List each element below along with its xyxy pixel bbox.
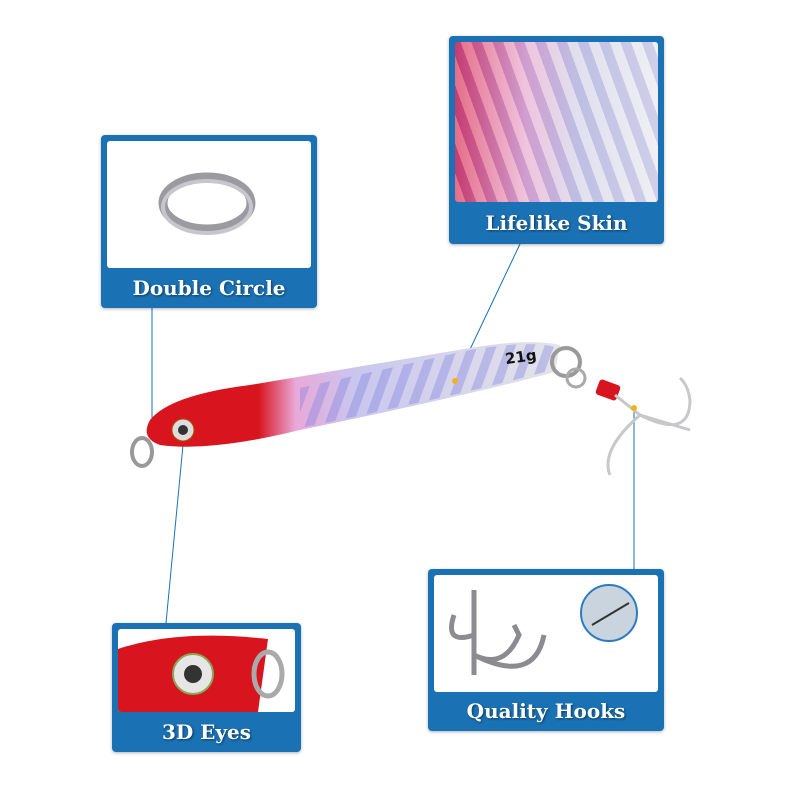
callout-quality-hooks: Quality Hooks <box>428 569 664 731</box>
skin-closeup-photo <box>455 42 658 202</box>
callout-double-circle: Double Circle <box>101 135 317 308</box>
callout-label: Lifelike Skin <box>485 211 628 235</box>
split-ring-photo <box>107 141 311 268</box>
callout-label: Double Circle <box>132 276 286 300</box>
callout-3d-eyes: 3D Eyes <box>112 623 301 752</box>
hook-closeup-photo <box>434 575 658 692</box>
callout-label: 3D Eyes <box>161 720 252 744</box>
callout-lifelike-skin: Lifelike Skin <box>449 36 664 244</box>
eye-closeup-photo <box>118 629 295 712</box>
pointer-eyes <box>165 444 184 624</box>
hook-sleeve <box>595 379 621 401</box>
treble-hook <box>606 376 692 476</box>
front-split-ring <box>130 436 154 468</box>
callout-label: Quality Hooks <box>466 699 626 723</box>
